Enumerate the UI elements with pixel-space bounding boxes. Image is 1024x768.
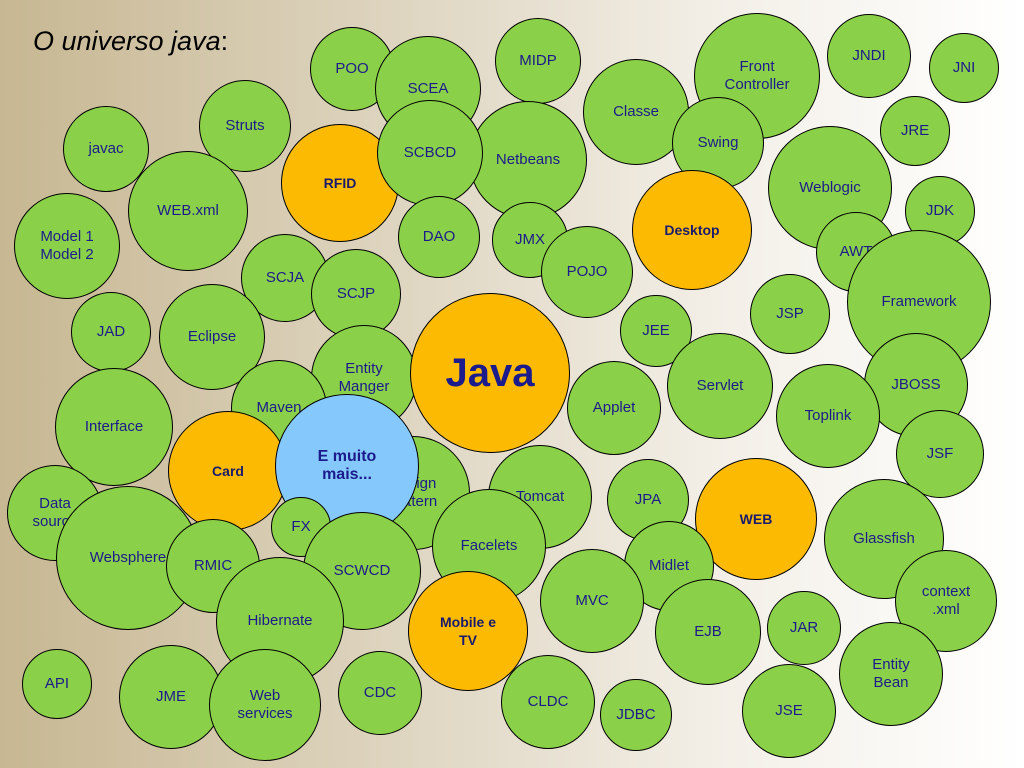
bubble-ejb: EJB [655,579,761,685]
bubble-jsf: JSF [896,410,984,498]
bubble-scjp: SCJP [311,249,401,339]
bubble-cldc: CLDC [501,655,595,749]
bubble-websphere: Websphere [56,486,200,630]
bubble-api: API [22,649,92,719]
bubble-midp: MIDP [495,18,581,104]
bubble-jsp: JSP [750,274,830,354]
bubble-jdbc: JDBC [600,679,672,751]
bubble-web-services: Web services [209,649,321,761]
slide-title-colon: : [220,26,229,56]
bubble-interface: Interface [55,368,173,486]
bubble-desktop: Desktop [632,170,752,290]
bubble-dao: DAO [398,196,480,278]
bubble-javac: javac [63,106,149,192]
bubble-netbeans: Netbeans [469,101,587,219]
bubble-model-1-model-2: Model 1 Model 2 [14,193,120,299]
slide-title: O universo java: [33,26,228,57]
bubble-card: Card [168,411,288,531]
bubble-jni: JNI [929,33,999,103]
bubble-servlet: Servlet [667,333,773,439]
bubble-applet: Applet [567,361,661,455]
bubble-entity-bean: Entity Bean [839,622,943,726]
slide-title-text: O universo java [33,26,221,56]
bubble-glassfish: Glassfish [824,479,944,599]
bubble-classe: Classe [583,59,689,165]
bubble-web: WEB [695,458,817,580]
bubble-scwcd: SCWCD [303,512,421,630]
bubble-cdc: CDC [338,651,422,735]
bubble-jndi: JNDI [827,14,911,98]
bubble-jme: JME [119,645,223,749]
bubble-web-xml: WEB.xml [128,151,248,271]
bubble-java: Java [410,293,570,453]
bubble-mvc: MVC [540,549,644,653]
bubble-pojo: POJO [541,226,633,318]
bubble-jad: JAD [71,292,151,372]
bubble-jar: JAR [767,591,841,665]
bubble-mobile-e-tv: Mobile e TV [408,571,528,691]
bubble-scbcd: SCBCD [377,100,483,206]
bubble-jre: JRE [880,96,950,166]
bubble-jee: JEE [620,295,692,367]
bubble-jse: JSE [742,664,836,758]
bubble-toplink: Toplink [776,364,880,468]
